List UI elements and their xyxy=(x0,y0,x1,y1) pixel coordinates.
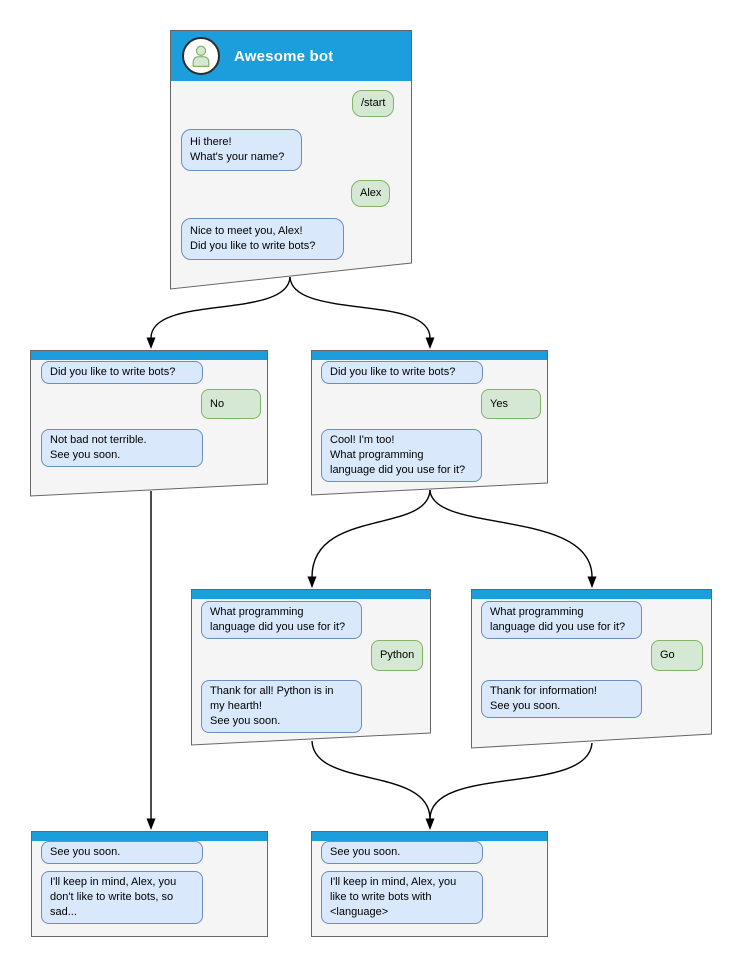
bot-message-bubble: Thank for information! See you soon. xyxy=(481,680,642,718)
chat-window-yes-branch: Did you like to write bots? Yes Cool! I'… xyxy=(311,350,548,496)
chat-window-no-branch: Did you like to write bots? No Not bad n… xyxy=(30,350,268,497)
chat-window-python: What programming language did you use fo… xyxy=(191,589,431,746)
user-message-bubble: Go xyxy=(651,640,703,671)
edge-yes-to-python xyxy=(311,489,431,578)
edge-yes-to-go xyxy=(429,489,593,578)
user-message-bubble: Python xyxy=(371,640,423,671)
chat-window-end-yes: See you soon. I'll keep in mind, Alex, y… xyxy=(311,831,548,937)
user-message-bubble: No xyxy=(201,389,261,419)
arrowhead-to-end-yes xyxy=(425,818,435,830)
window-header-strip xyxy=(31,351,267,360)
bot-avatar xyxy=(182,37,220,75)
person-icon xyxy=(192,45,210,68)
bot-message-bubble: I'll keep in mind, Alex, you like to wri… xyxy=(321,871,483,924)
bot-message-bubble: Not bad not terrible. See you soon. xyxy=(41,429,203,467)
edge-python-to-end xyxy=(311,740,431,820)
user-message-bubble: /start xyxy=(352,90,395,117)
bot-message-bubble: I'll keep in mind, Alex, you don't like … xyxy=(41,871,203,924)
arrowhead-to-no xyxy=(146,337,156,349)
bot-message-bubble: What programming language did you use fo… xyxy=(481,601,642,639)
bot-message-bubble: Cool! I'm too! What programming language… xyxy=(321,429,482,482)
chat-window-end-no: See you soon. I'll keep in mind, Alex, y… xyxy=(31,831,268,937)
arrowhead-to-yes xyxy=(425,337,435,349)
window-header-strip xyxy=(192,590,430,599)
edge-start-to-yes xyxy=(289,276,431,339)
window-title: Awesome bot xyxy=(234,47,334,65)
window-header-strip xyxy=(472,590,711,599)
chat-window-start: Awesome bot /start Hi there! What's your… xyxy=(170,30,412,291)
user-message-bubble: Yes xyxy=(481,389,541,419)
bot-message-bubble: See you soon. xyxy=(41,841,203,864)
bot-message-bubble: See you soon. xyxy=(321,841,483,864)
window-titlebar: Awesome bot xyxy=(171,31,411,81)
arrowhead-to-end-no xyxy=(146,818,156,830)
bot-message-bubble: Nice to meet you, Alex! Did you like to … xyxy=(181,218,344,260)
bot-message-bubble: Did you like to write bots? xyxy=(321,361,483,384)
bot-message-bubble: Thank for all! Python is in my hearth! S… xyxy=(201,680,362,733)
window-header-strip xyxy=(312,351,547,360)
arrowhead-to-python xyxy=(307,576,317,588)
bot-message-bubble: What programming language did you use fo… xyxy=(201,601,362,639)
arrowhead-to-go xyxy=(587,576,597,588)
bot-message-bubble: Did you like to write bots? xyxy=(41,361,203,384)
user-message-bubble: Alex xyxy=(351,180,391,207)
edge-go-to-end xyxy=(429,742,593,820)
chat-window-go: What programming language did you use fo… xyxy=(471,589,712,749)
edge-start-to-no xyxy=(150,276,291,339)
window-header-strip xyxy=(32,832,267,841)
bot-message-bubble: Hi there! What's your name? xyxy=(181,129,302,171)
window-header-strip xyxy=(312,832,547,841)
